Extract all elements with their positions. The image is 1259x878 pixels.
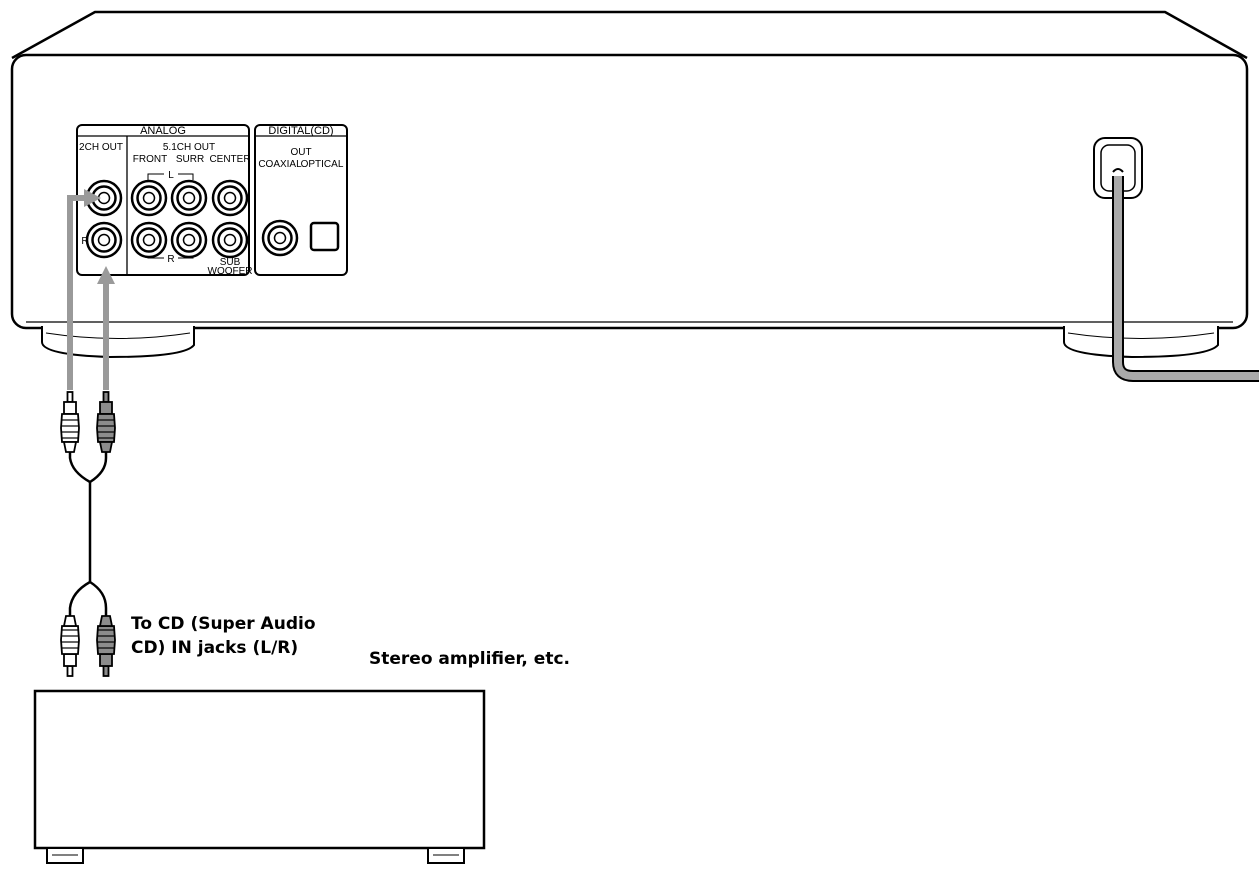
front-label: FRONT bbox=[133, 154, 167, 165]
rca-plug-icon-top-gray bbox=[96, 391, 116, 453]
rca-jack-icon-subwoofer bbox=[211, 221, 249, 259]
stereo-amplifier-label: Stereo amplifier, etc. bbox=[369, 649, 571, 669]
stereo-amplifier bbox=[33, 689, 486, 864]
rca-jack-icon-coaxial bbox=[261, 219, 299, 257]
connection-arrow-l bbox=[67, 189, 101, 390]
player-foot-left bbox=[41, 326, 195, 359]
rca-jack-icon-2ch-r bbox=[85, 221, 123, 259]
optical-label: OPTICAL bbox=[301, 159, 344, 170]
center-label: CENTER bbox=[209, 154, 250, 165]
player-top-face bbox=[11, 10, 1248, 60]
l-bracket-label: L bbox=[168, 170, 174, 181]
player-rear-face bbox=[10, 53, 1249, 330]
rca-plugs bbox=[60, 391, 116, 677]
optical-jack-icon bbox=[309, 221, 340, 252]
coaxial-jack bbox=[261, 219, 299, 257]
cable-upper-fork bbox=[68, 450, 108, 484]
to-cd-line1: To CD (Super Audio bbox=[131, 614, 316, 634]
sub-label: SUB bbox=[220, 257, 241, 268]
audio-cable bbox=[60, 189, 116, 677]
analog-jacks bbox=[85, 179, 249, 259]
amplifier-foot-left bbox=[46, 847, 84, 864]
analog-panel: ANALOG 2CH OUT 5.1CH OUT FRONT SURR CENT… bbox=[76, 124, 253, 277]
rca-jack-icon-2ch-l bbox=[85, 179, 123, 217]
amplifier-body bbox=[33, 689, 486, 850]
coaxial-label: COAXIAL bbox=[258, 159, 302, 170]
player-body bbox=[10, 10, 1249, 330]
amplifier-foot-right bbox=[427, 847, 465, 864]
to-cd-in-jacks-callout: To CD (Super Audio CD) IN jacks (L/R) bbox=[131, 612, 316, 660]
two-ch-r-label: R bbox=[81, 236, 88, 247]
connection-arrow-r bbox=[97, 266, 115, 390]
rca-plug-icon-bottom-white bbox=[60, 615, 80, 677]
cable-lower-fork bbox=[68, 580, 108, 616]
surr-label: SURR bbox=[176, 154, 204, 165]
rca-jack-icon-surr-r bbox=[170, 221, 208, 259]
digital-title: DIGITAL(CD) bbox=[268, 125, 333, 137]
digital-panel: DIGITAL(CD) OUT COAXIAL OPTICAL bbox=[254, 124, 348, 276]
rca-plug-icon-top-white bbox=[60, 391, 80, 453]
five-one-ch-out-label: 5.1CH OUT bbox=[163, 142, 215, 153]
two-ch-out-label: 2CH OUT bbox=[79, 142, 123, 153]
digital-out-label: OUT bbox=[290, 147, 311, 158]
player-foot-right bbox=[1063, 326, 1219, 359]
rca-jack-icon-front-l bbox=[130, 179, 168, 217]
power-cord-icon bbox=[1093, 137, 1259, 382]
rca-plug-icon-bottom-gray bbox=[96, 615, 116, 677]
to-cd-line2: CD) IN jacks (L/R) bbox=[131, 638, 299, 658]
analog-title: ANALOG bbox=[140, 125, 186, 137]
woofer-label: WOOFER bbox=[208, 266, 253, 277]
r-bracket-label: R bbox=[167, 254, 174, 265]
rca-jack-icon-front-r bbox=[130, 221, 168, 259]
rca-jack-icon-surr-l bbox=[170, 179, 208, 217]
rca-jack-icon-center bbox=[211, 179, 249, 217]
